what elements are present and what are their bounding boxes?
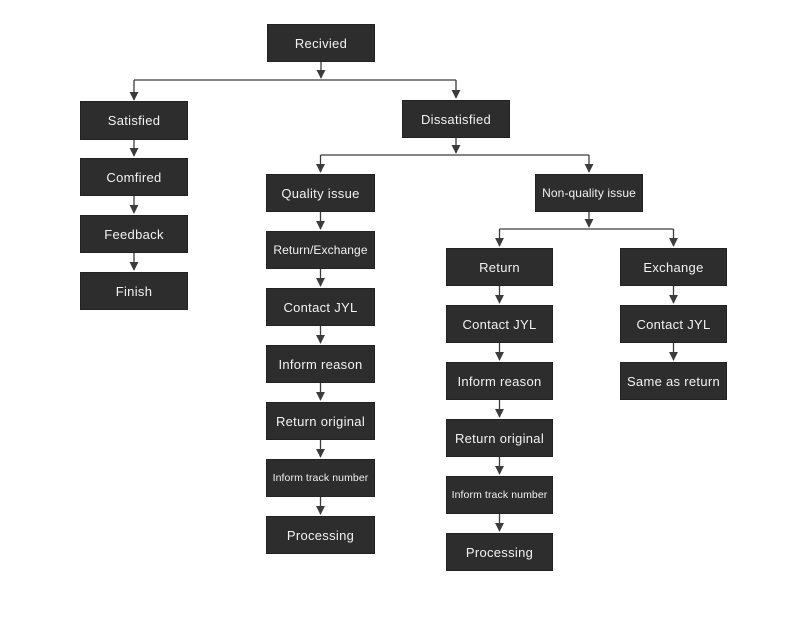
flow-node-contact-jyl-return: Contact JYL [446,305,553,343]
flow-node-return-original-return: Return original [446,419,553,457]
flow-node-contact-jyl-quality: Contact JYL [266,288,375,326]
flow-node-non-quality-issue: Non-quality issue [535,174,643,212]
flow-node-same-as-return: Same as return [620,362,727,400]
flow-node-inform-track-return: Inform track number [446,476,553,514]
flow-node-inform-reason-quality: Inform reason [266,345,375,383]
flow-node-quality-issue: Quality issue [266,174,375,212]
flow-node-processing-return: Processing [446,533,553,571]
flow-node-exchange: Exchange [620,248,727,286]
flow-node-finish: Finish [80,272,188,310]
flow-node-comfired: Comfired [80,158,188,196]
flow-node-dissatisfied: Dissatisfied [402,100,510,138]
flow-node-inform-track-quality: Inform track number [266,459,375,497]
flow-node-satisfied: Satisfied [80,101,188,140]
flow-node-return-original-quality: Return original [266,402,375,440]
flow-node-received: Recivied [267,24,375,62]
flow-node-inform-reason-return: Inform reason [446,362,553,400]
flow-node-return-exchange: Return/Exchange [266,231,375,269]
flow-node-return: Return [446,248,553,286]
flow-node-feedback: Feedback [80,215,188,253]
flow-node-processing-quality: Processing [266,516,375,554]
flow-node-contact-jyl-exchange: Contact JYL [620,305,727,343]
